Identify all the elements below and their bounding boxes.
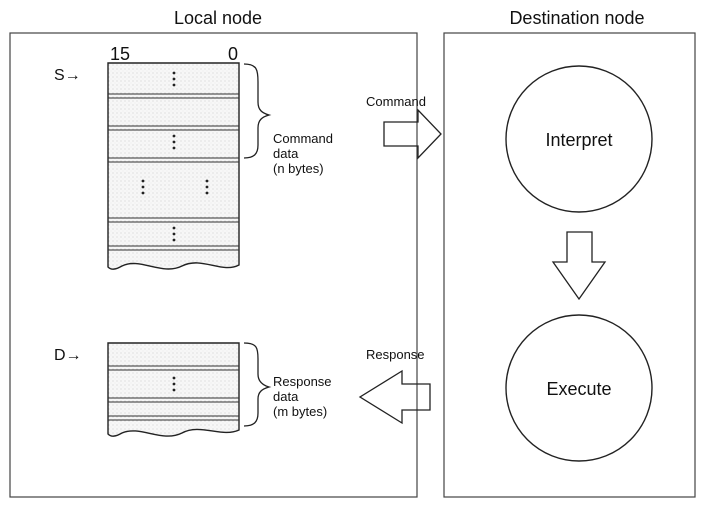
destination-pointer: D→ — [54, 347, 82, 364]
response-data-brace — [243, 342, 272, 427]
execute-node — [505, 314, 653, 462]
response-data-line: Response — [273, 374, 332, 389]
response-label: Response — [366, 347, 425, 362]
command-label: Command — [366, 94, 426, 109]
bit-high-label: 15 — [110, 44, 130, 64]
continuation-dots — [172, 376, 176, 392]
source-pointer: S→ — [54, 67, 81, 84]
response-arrow — [358, 369, 431, 425]
command-data-label: Command data (n bytes) — [273, 131, 337, 176]
command-data-memory — [107, 62, 240, 270]
destination-node-title: Destination node — [509, 8, 644, 28]
execute-label: Execute — [546, 379, 611, 399]
continuation-dots — [141, 71, 209, 242]
command-arrow — [383, 108, 442, 160]
local-node-title: Local node — [174, 8, 262, 28]
interpret-label: Interpret — [545, 130, 612, 150]
command-data-brace — [243, 63, 272, 159]
response-data-label: Response data (m bytes) — [273, 374, 335, 419]
command-data-line: Command — [273, 131, 333, 146]
command-data-line: data — [273, 146, 299, 161]
response-data-line: data — [273, 389, 299, 404]
interpret-to-execute-arrow — [551, 231, 607, 301]
response-data-line: (m bytes) — [273, 404, 327, 419]
response-data-memory — [107, 342, 240, 437]
bit-low-label: 0 — [228, 44, 238, 64]
interpret-node — [505, 65, 653, 213]
local-node-box — [9, 32, 418, 498]
command-data-line: (n bytes) — [273, 161, 324, 176]
destination-node-box — [443, 32, 696, 498]
